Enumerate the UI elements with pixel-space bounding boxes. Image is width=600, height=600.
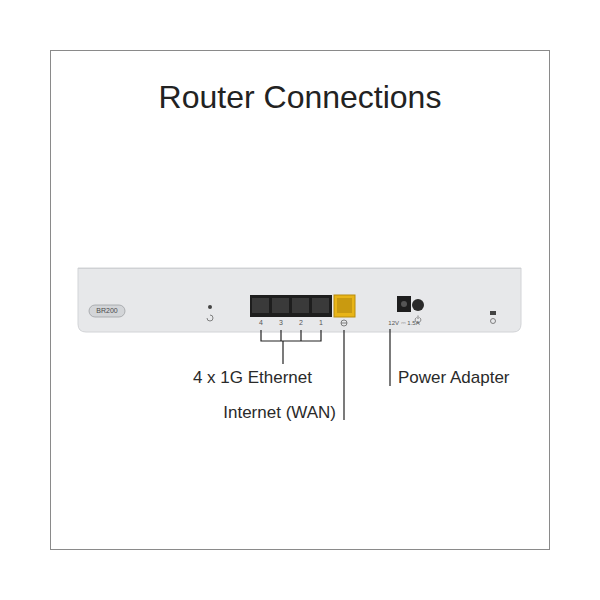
port-number: 3: [279, 319, 283, 327]
callout-label: 4 x 1G Ethernet: [193, 368, 312, 388]
callout-label: Internet (WAN): [223, 403, 336, 423]
frame: [51, 51, 550, 550]
ethernet-ports: [250, 295, 332, 317]
router-edge: [78, 268, 521, 269]
model-badge: [89, 305, 125, 317]
reset-icon: [207, 315, 213, 321]
reset-hole: [208, 305, 212, 309]
port-number: 2: [299, 319, 303, 327]
wan-icon: [341, 320, 347, 326]
power-jack-pin: [401, 301, 407, 307]
lock-icon: [490, 311, 496, 324]
wan-port: [334, 295, 355, 317]
callout-label: Power Adapter: [398, 368, 510, 388]
power-jack: [397, 296, 411, 312]
port-number: 4: [259, 319, 263, 327]
wan-port-inner: [337, 298, 352, 313]
model-label: BR200: [96, 307, 117, 315]
router-body: [78, 268, 521, 332]
port-number: 1: [319, 319, 323, 327]
title: Router Connections: [159, 79, 442, 116]
power-button: [412, 299, 424, 311]
power-rating: 12V ⎓ 1.5A: [388, 320, 419, 327]
